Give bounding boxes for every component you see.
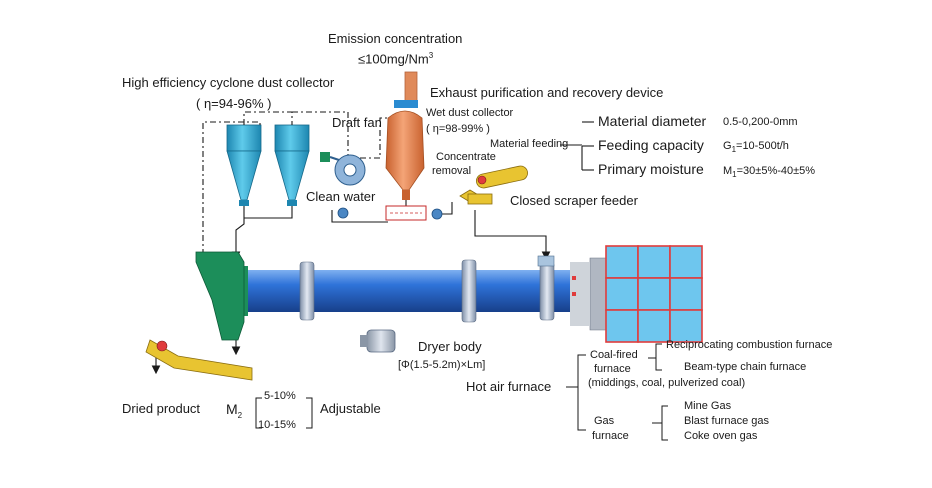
blast-furnace-gas-label: Blast furnace gas bbox=[684, 415, 769, 427]
dryer-body-label: Dryer body bbox=[418, 339, 482, 354]
furnace-grid-cell bbox=[669, 309, 703, 343]
feed-hood bbox=[537, 255, 555, 267]
primary-moisture-value: M1=30±5%-40±5% bbox=[723, 165, 816, 180]
wet-collector-label: Wet dust collector bbox=[426, 107, 514, 119]
furnace-grid-cell bbox=[637, 277, 671, 311]
furnace-grid-cell bbox=[605, 245, 639, 279]
dryer-tyre-rings bbox=[299, 259, 555, 323]
reciprocating-furnace-label: Reciprocating combustion furnace bbox=[666, 339, 833, 351]
furnace-grid-cell bbox=[605, 309, 639, 343]
closed-scraper-feeder bbox=[459, 165, 528, 205]
feeding-capacity-value: G1=10-500t/h bbox=[723, 140, 789, 155]
beam-chain-furnace-label: Beam-type chain furnace bbox=[684, 361, 807, 373]
clean-water-label: Clean water bbox=[306, 189, 376, 204]
wet-dust-collector bbox=[385, 110, 425, 200]
concentrate-label-2: removal bbox=[432, 165, 472, 177]
m2-range-2: 10-15% bbox=[258, 419, 296, 431]
gas-furnace-label-1: Gas bbox=[594, 415, 615, 427]
furnace-grid-cell bbox=[605, 277, 639, 311]
feeding-capacity-label: Feeding capacity bbox=[598, 137, 704, 153]
dryer-body-spec: [Φ(1.5-5.2m)×Lm] bbox=[398, 359, 486, 371]
cyclone-efficiency: ( η=94-96% ) bbox=[196, 96, 272, 111]
exhaust-device-label: Exhaust purification and recovery device bbox=[430, 85, 664, 100]
wet-collector-efficiency: ( η=98-99% ) bbox=[426, 123, 490, 135]
material-diameter-value: 0.5-0,200-0mm bbox=[723, 116, 798, 128]
emission-label: Emission concentration bbox=[328, 31, 463, 46]
water-tank bbox=[385, 205, 427, 221]
coke-oven-gas-label: Coke oven gas bbox=[684, 430, 758, 442]
coal-fired-label-2: furnace bbox=[594, 363, 631, 375]
primary-moisture-label: Primary moisture bbox=[598, 161, 704, 177]
pump-2 bbox=[431, 208, 443, 220]
coal-fired-label-1: Coal-fired bbox=[590, 349, 638, 361]
material-diameter-label: Material diameter bbox=[598, 113, 707, 129]
gas-furnace-label-2: furnace bbox=[592, 430, 629, 442]
coal-fired-label-3: (middings, coal, pulverized coal) bbox=[588, 377, 746, 389]
discharge-hopper bbox=[195, 251, 245, 341]
mine-gas-label: Mine Gas bbox=[684, 400, 732, 412]
cyclone-dust-collector-2 bbox=[274, 124, 310, 206]
exhaust-stack bbox=[394, 71, 418, 108]
m2-range-1: 5-10% bbox=[264, 390, 296, 402]
dried-product-conveyor bbox=[145, 339, 253, 381]
cyclone-dust-collector-1 bbox=[226, 124, 262, 206]
m2-label: M2 bbox=[226, 401, 243, 420]
drive-motor bbox=[360, 329, 396, 353]
concentrate-label-1: Concentrate bbox=[436, 151, 496, 163]
closed-feeder-label: Closed scraper feeder bbox=[510, 193, 638, 208]
furnace-grid-cell bbox=[669, 245, 703, 279]
furnace-grid bbox=[605, 245, 703, 343]
adjustable-label: Adjustable bbox=[320, 401, 381, 416]
draft-fan bbox=[320, 152, 366, 186]
material-feeding-label: Material feeding bbox=[490, 138, 569, 150]
furnace-grid-cell bbox=[637, 309, 671, 343]
process-lines bbox=[151, 121, 594, 375]
hot-air-furnace bbox=[570, 257, 607, 331]
m2-bracket bbox=[255, 397, 313, 429]
hot-air-furnace-label: Hot air furnace bbox=[466, 379, 552, 394]
cyclone-title: High efficiency cyclone dust collector bbox=[122, 75, 335, 90]
dried-product-label: Dried product bbox=[122, 401, 201, 416]
rotary-dryer-drum bbox=[228, 266, 596, 316]
gas-duct-lines bbox=[202, 111, 388, 255]
emission-value: ≤100mg/Nm3 bbox=[358, 51, 434, 67]
furnace-grid-cell bbox=[669, 277, 703, 311]
furnace-type-tree bbox=[566, 343, 668, 441]
pump-1 bbox=[337, 207, 349, 219]
furnace-grid-cell bbox=[637, 245, 671, 279]
draft-fan-label: Draft fan bbox=[332, 115, 382, 130]
